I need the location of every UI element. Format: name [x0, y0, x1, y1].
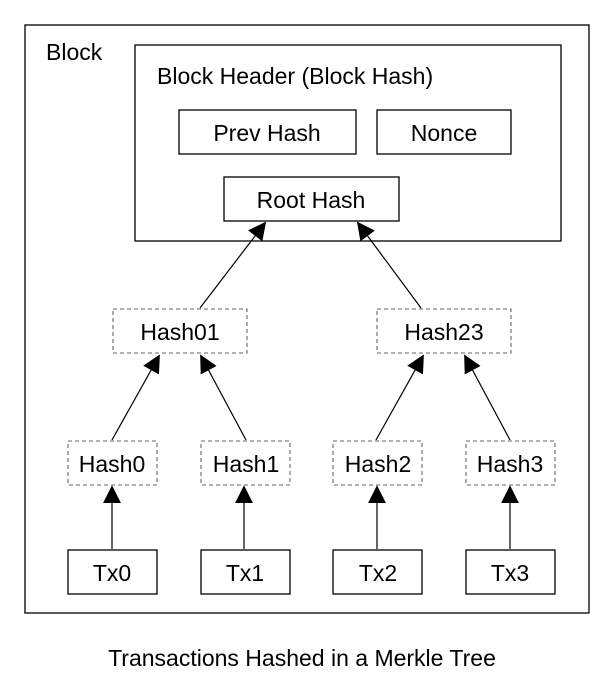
- arrow-hash2-to-hash23: [375, 354, 424, 441]
- nonce-box: [376, 109, 512, 155]
- tx1-box: [200, 549, 291, 595]
- hash23-label: Hash23: [404, 319, 483, 345]
- block-container: [24, 24, 590, 614]
- hash0-box: [67, 440, 158, 486]
- arrow-hash1-to-hash01: [200, 354, 247, 441]
- tx0-label: Tx0: [93, 560, 131, 586]
- tx3-box: [465, 549, 556, 595]
- arrow-hash3-to-hash23: [464, 354, 511, 441]
- prev-hash-label: Prev Hash: [213, 120, 320, 146]
- block-label: Block: [46, 39, 103, 65]
- hash0-label: Hash0: [79, 451, 145, 477]
- tx2-label: Tx2: [359, 560, 397, 586]
- root-hash-box: [223, 176, 400, 222]
- prev-hash-box: [178, 109, 357, 155]
- hash3-box: [465, 440, 556, 486]
- hash2-label: Hash2: [345, 451, 411, 477]
- arrow-hash23-to-root: [356, 221, 422, 309]
- hash2-box: [332, 440, 423, 486]
- arrow-hash01-to-root: [199, 221, 267, 309]
- block-header-title: Block Header (Block Hash): [157, 63, 433, 89]
- block-header-container: [134, 44, 562, 242]
- tx1-label: Tx1: [226, 560, 264, 586]
- root-hash-label: Root Hash: [257, 187, 366, 213]
- nonce-label: Nonce: [411, 120, 477, 146]
- arrow-hash0-to-hash01: [111, 354, 160, 441]
- tx3-label: Tx3: [491, 560, 529, 586]
- hash1-box: [200, 440, 291, 486]
- hash3-label: Hash3: [477, 451, 543, 477]
- diagram-caption: Transactions Hashed in a Merkle Tree: [108, 645, 496, 671]
- tx2-box: [332, 549, 423, 595]
- hash01-box: [112, 308, 248, 354]
- hash01-label: Hash01: [140, 319, 219, 345]
- hash23-box: [376, 308, 512, 354]
- tx0-box: [67, 549, 158, 595]
- hash1-label: Hash1: [213, 451, 279, 477]
